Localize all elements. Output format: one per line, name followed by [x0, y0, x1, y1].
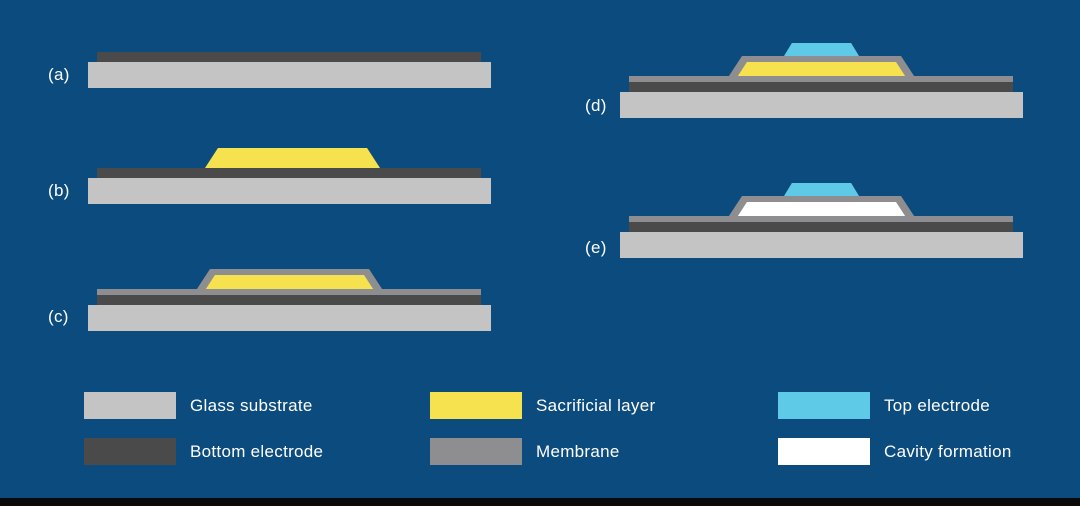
membrane-layer — [629, 216, 1013, 222]
glass-substrate-layer — [88, 62, 491, 88]
glass-substrate-layer — [88, 178, 491, 204]
legend-item-bottom-electrode: Bottom electrode — [84, 438, 323, 465]
step-label: (c) — [48, 307, 69, 326]
legend-swatch-cavity-formation — [778, 438, 870, 465]
legend-label: Membrane — [536, 441, 620, 461]
legend-swatch-top-electrode — [778, 392, 870, 419]
legend-item-top-electrode: Top electrode — [778, 392, 990, 419]
legend-swatch-sacrificial-layer — [430, 392, 522, 419]
legend-swatch-bottom-electrode — [84, 438, 176, 465]
bottom-electrode-layer — [629, 222, 1013, 232]
legend-item-sacrificial-layer: Sacrificial layer — [430, 392, 655, 419]
top-electrode-layer — [784, 43, 859, 56]
glass-substrate-layer — [620, 92, 1023, 118]
membrane-layer — [629, 76, 1013, 82]
legend-swatch-membrane — [430, 438, 522, 465]
legend-label: Bottom electrode — [190, 441, 324, 461]
legend-label: Top electrode — [884, 395, 990, 415]
step-label: (a) — [48, 65, 70, 84]
bottom-electrode-layer — [97, 52, 481, 62]
legend-swatch-glass-substrate — [84, 392, 176, 419]
glass-substrate-layer — [88, 305, 491, 331]
step-label: (d) — [585, 96, 607, 115]
step-label: (e) — [585, 238, 607, 257]
glass-substrate-layer — [620, 232, 1023, 258]
membrane-layer — [97, 289, 481, 295]
legend-item-membrane: Membrane — [430, 438, 620, 465]
bottom-electrode-layer — [97, 295, 481, 305]
legend-label: Sacrificial layer — [536, 395, 656, 415]
legend-item-cavity-formation: Cavity formation — [778, 438, 1012, 465]
legend-item-glass-substrate: Glass substrate — [84, 392, 313, 419]
sacrificial-layer — [205, 148, 380, 168]
bottom-electrode-layer — [629, 82, 1013, 92]
legend-label: Glass substrate — [190, 395, 313, 415]
step-label: (b) — [48, 181, 70, 200]
top-electrode-layer — [784, 183, 859, 196]
bottom-electrode-layer — [97, 168, 481, 178]
footer-bar — [0, 498, 1080, 506]
legend-label: Cavity formation — [884, 441, 1012, 461]
